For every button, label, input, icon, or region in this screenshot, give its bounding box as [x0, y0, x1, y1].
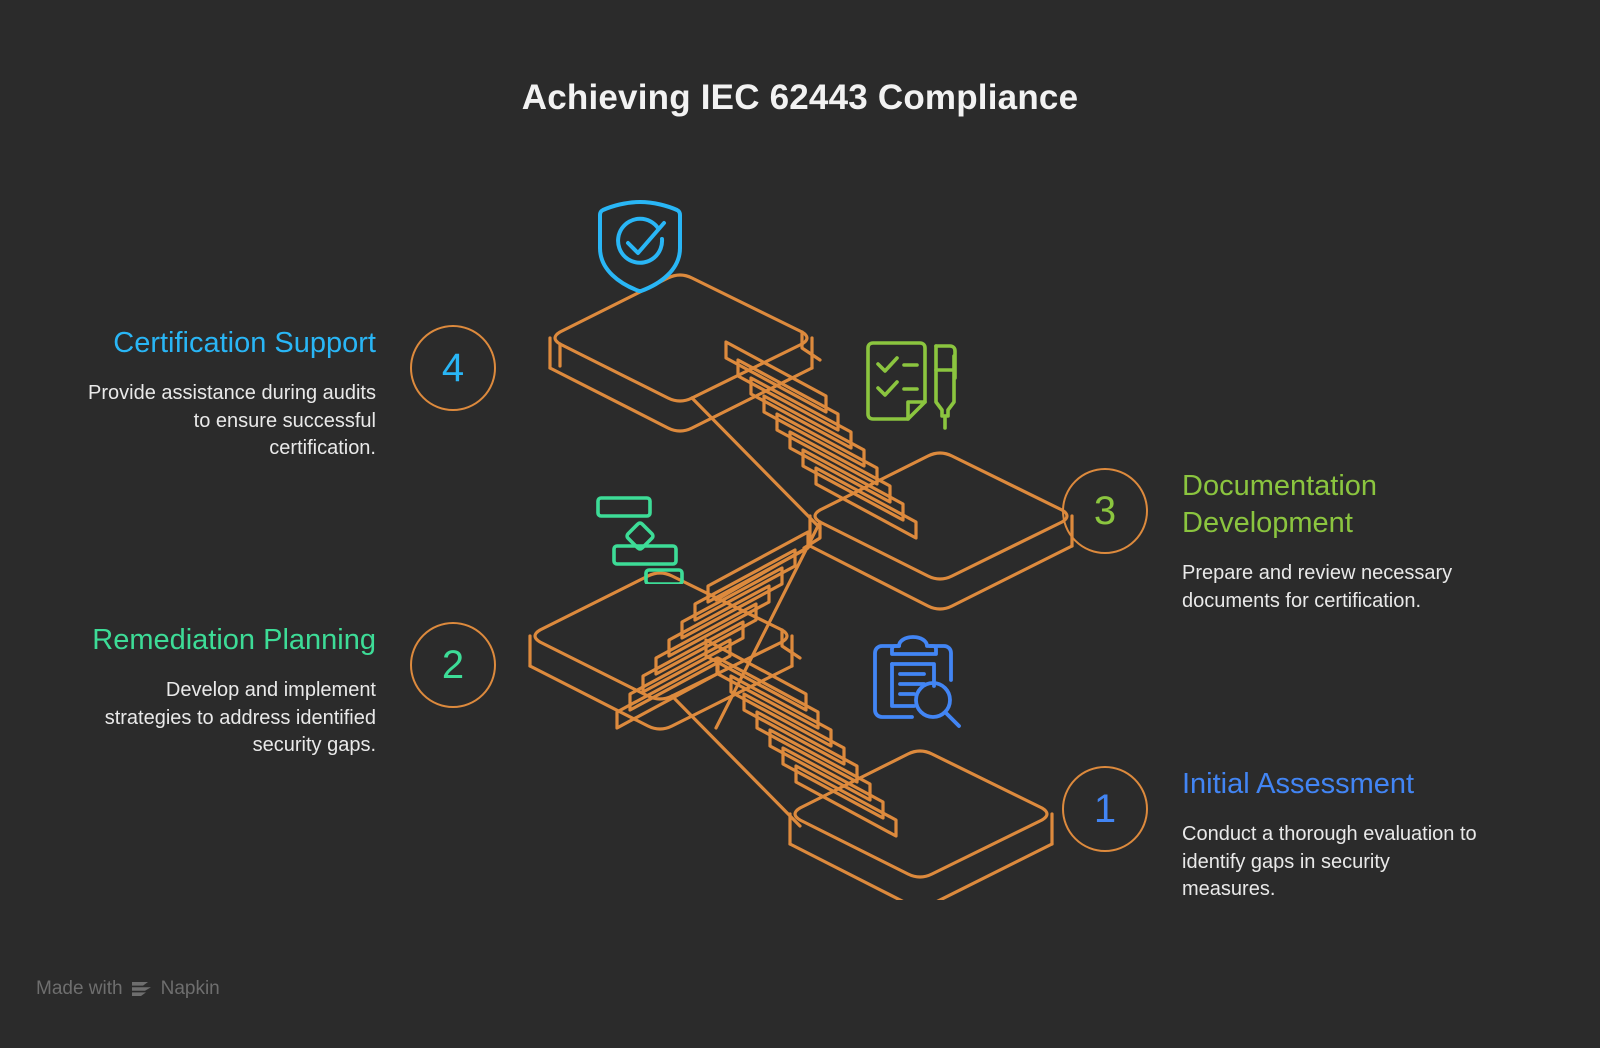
step-3-description: Prepare and review necessary documents f…: [1182, 562, 1453, 612]
step-3[interactable]: 3 Documentation Development Prepare and …: [1062, 468, 1482, 615]
napkin-logo-icon: [131, 982, 151, 996]
step-4-description: Provide assistance during audits to ensu…: [88, 382, 376, 459]
flowchart-icon: [592, 492, 688, 589]
step-4-number-badge[interactable]: 4: [410, 325, 496, 411]
step-3-number-badge[interactable]: 3: [1062, 468, 1148, 554]
shield-check-icon: [592, 196, 688, 301]
made-with-label: Made with: [36, 978, 123, 999]
step-3-heading: Documentation Development: [1182, 470, 1378, 540]
made-with-napkin-watermark[interactable]: Made with Napkin: [36, 978, 220, 1000]
step-2-description: Develop and implement strategies to addr…: [104, 679, 376, 756]
step-4-heading: Certification Support: [113, 327, 376, 359]
napkin-brand-label: Napkin: [160, 978, 220, 999]
step-1[interactable]: 1 Initial Assessment Conduct a thorough …: [1062, 766, 1482, 903]
clipboard-search-icon: [866, 634, 964, 735]
step-1-heading: Initial Assessment: [1182, 768, 1415, 800]
step-1-number-badge[interactable]: 1: [1062, 766, 1148, 852]
step-3-texts: Documentation Development Prepare and re…: [1182, 468, 1482, 615]
step-2[interactable]: Remediation Planning Develop and impleme…: [84, 622, 496, 759]
step-2-texts: Remediation Planning Develop and impleme…: [84, 622, 376, 759]
step-2-heading: Remediation Planning: [92, 624, 376, 656]
step-2-number-badge[interactable]: 2: [410, 622, 496, 708]
step-4[interactable]: Certification Support Provide assistance…: [84, 325, 496, 462]
checklist-pen-icon: [862, 340, 962, 437]
staircase-svg: [528, 273, 1074, 909]
stair-flight-c: [670, 628, 898, 838]
page-title: Achieving IEC 62443 Compliance: [521, 78, 1079, 117]
step-1-texts: Initial Assessment Conduct a thorough ev…: [1182, 766, 1482, 903]
step-1-description: Conduct a thorough evaluation to identif…: [1182, 823, 1477, 900]
stair-flight-a: [690, 330, 918, 540]
staircase-illustration: [520, 180, 1080, 909]
step-4-texts: Certification Support Provide assistance…: [84, 325, 376, 462]
